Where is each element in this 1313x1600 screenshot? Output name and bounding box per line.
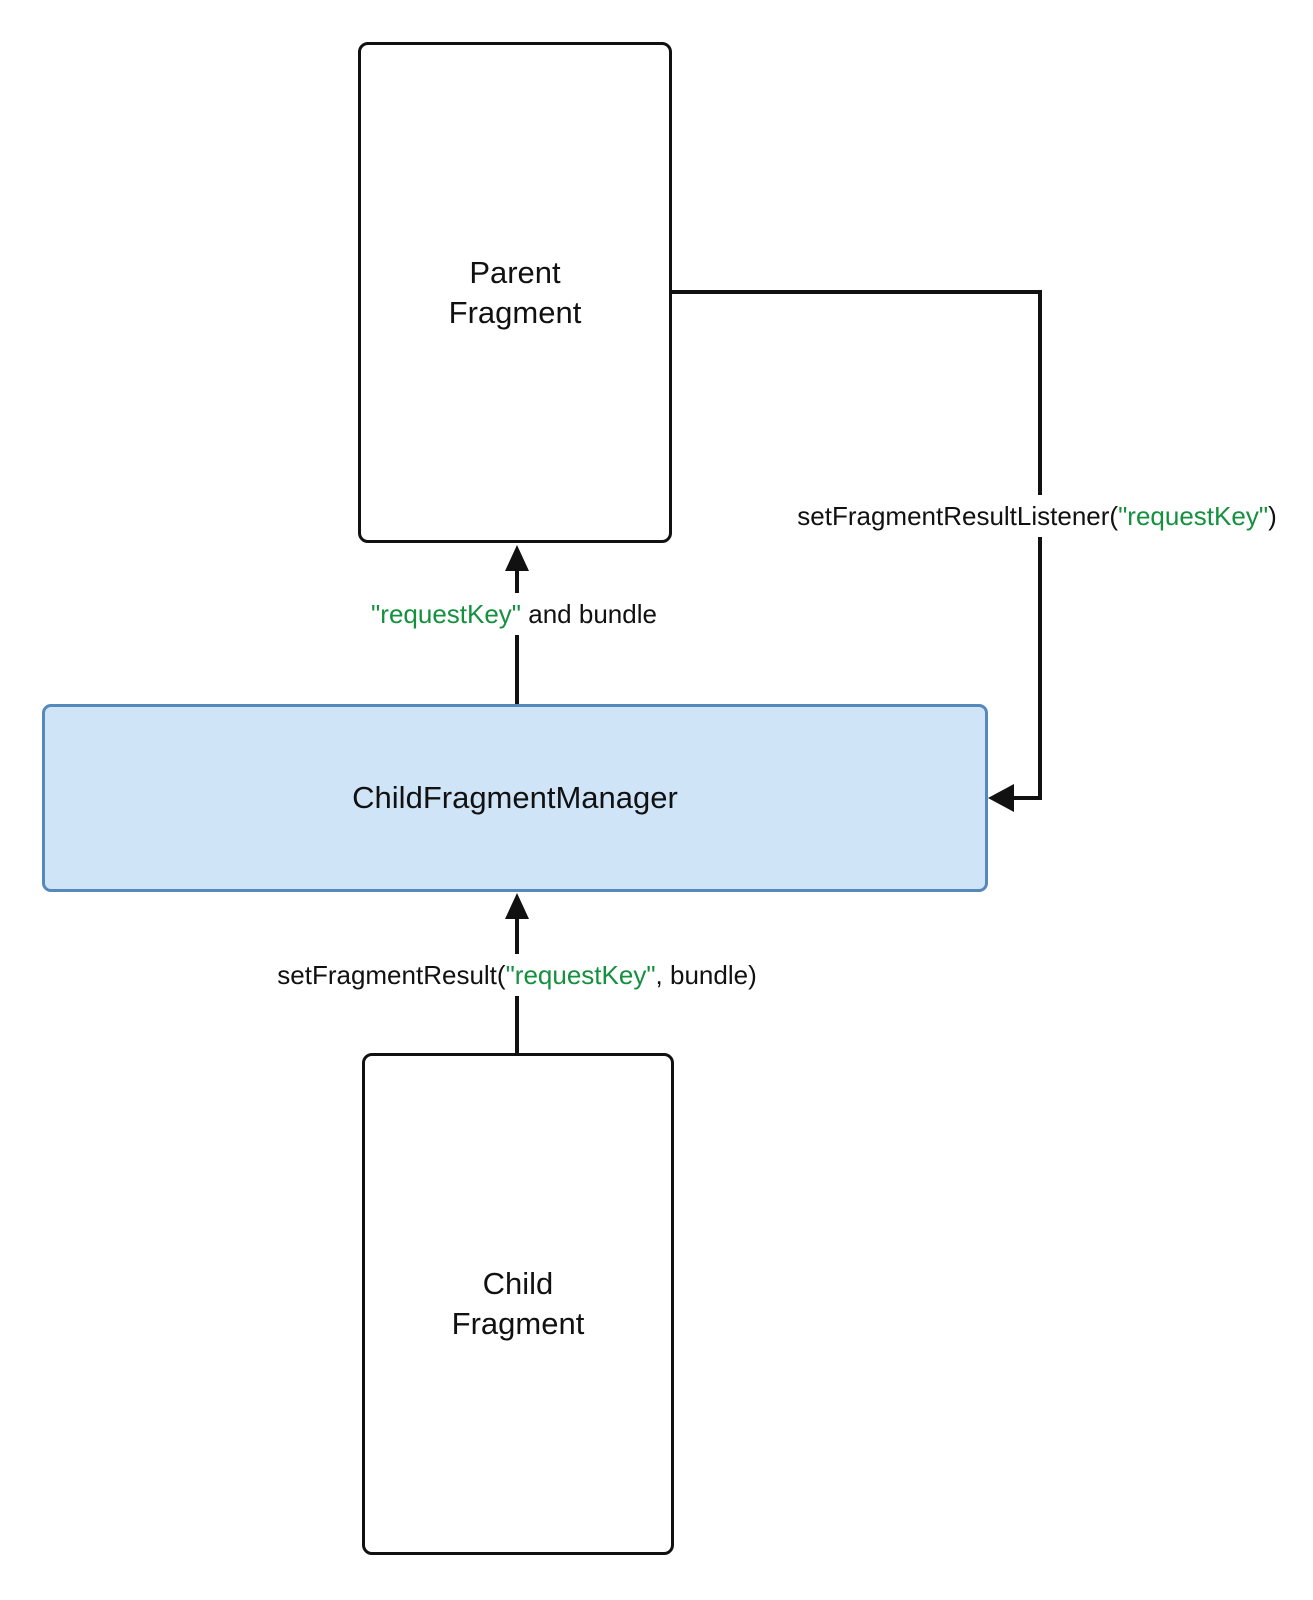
child-fragment-manager-box: ChildFragmentManager [42,704,988,892]
listener-connector-vertical-segment [1038,290,1042,800]
child-fragment-label: Child Fragment [451,1266,585,1341]
set-result-label-suffix: , bundle) [655,960,757,990]
child-fragment-manager-label: ChildFragmentManager [352,780,678,815]
arrowhead-up-icon [505,545,529,571]
parent-fragment-box: Parent Fragment [358,42,672,543]
listener-label-prefix: setFragmentResultListener( [797,501,1119,531]
listener-connector-bottom-segment [1012,796,1042,800]
listener-connector-top-segment [670,290,1042,294]
listener-label-suffix: ) [1268,501,1277,531]
set-result-label-request-key: "requestKey" [505,960,656,990]
child-fragment-box: Child Fragment [362,1053,674,1555]
listener-label-request-key: "requestKey" [1118,501,1269,531]
deliver-label-request-key: "requestKey" [371,599,522,629]
set-result-label-prefix: setFragmentResult( [277,960,506,990]
deliver-label-suffix: and bundle [521,599,657,629]
arrowhead-up-icon [505,893,529,919]
set-fragment-result-listener-label: setFragmentResultListener("requestKey") [785,495,1289,537]
set-fragment-result-label: setFragmentResult("requestKey", bundle) [265,954,769,996]
arrowhead-left-icon [988,784,1014,812]
request-key-and-bundle-label: "requestKey" and bundle [359,593,669,635]
deliver-result-connector-line [515,566,519,706]
parent-fragment-label: Parent Fragment [448,254,582,330]
